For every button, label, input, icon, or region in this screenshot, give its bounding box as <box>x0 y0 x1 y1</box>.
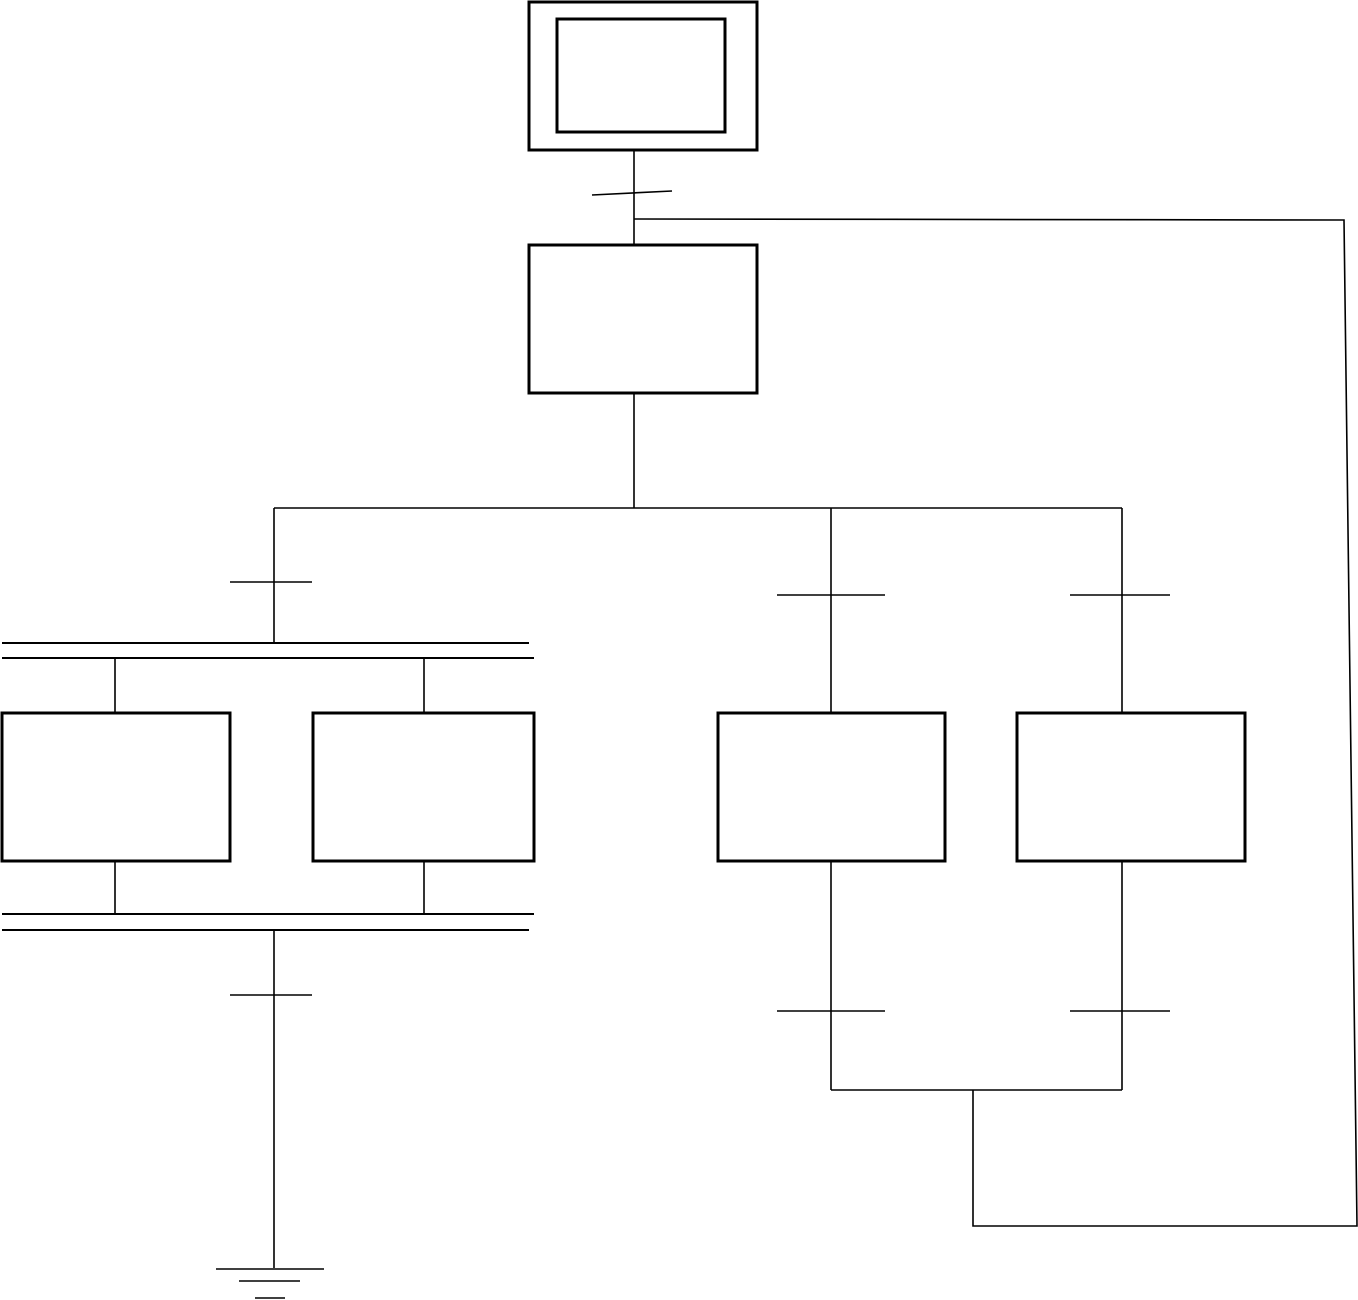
step-parallel-left <box>0 711 232 863</box>
initial-step-inner <box>555 17 727 134</box>
loop-back-link <box>633 218 1358 1227</box>
step-parallel-right <box>311 711 536 863</box>
and-divergence <box>2 642 534 659</box>
step-branch-b <box>1015 711 1247 863</box>
ground-icon <box>216 1268 324 1299</box>
transition-initial-to-step-1 <box>591 190 673 196</box>
step-1 <box>527 243 759 395</box>
step-branch-a <box>716 711 947 863</box>
initial-step <box>527 0 759 152</box>
and-convergence <box>2 913 534 931</box>
